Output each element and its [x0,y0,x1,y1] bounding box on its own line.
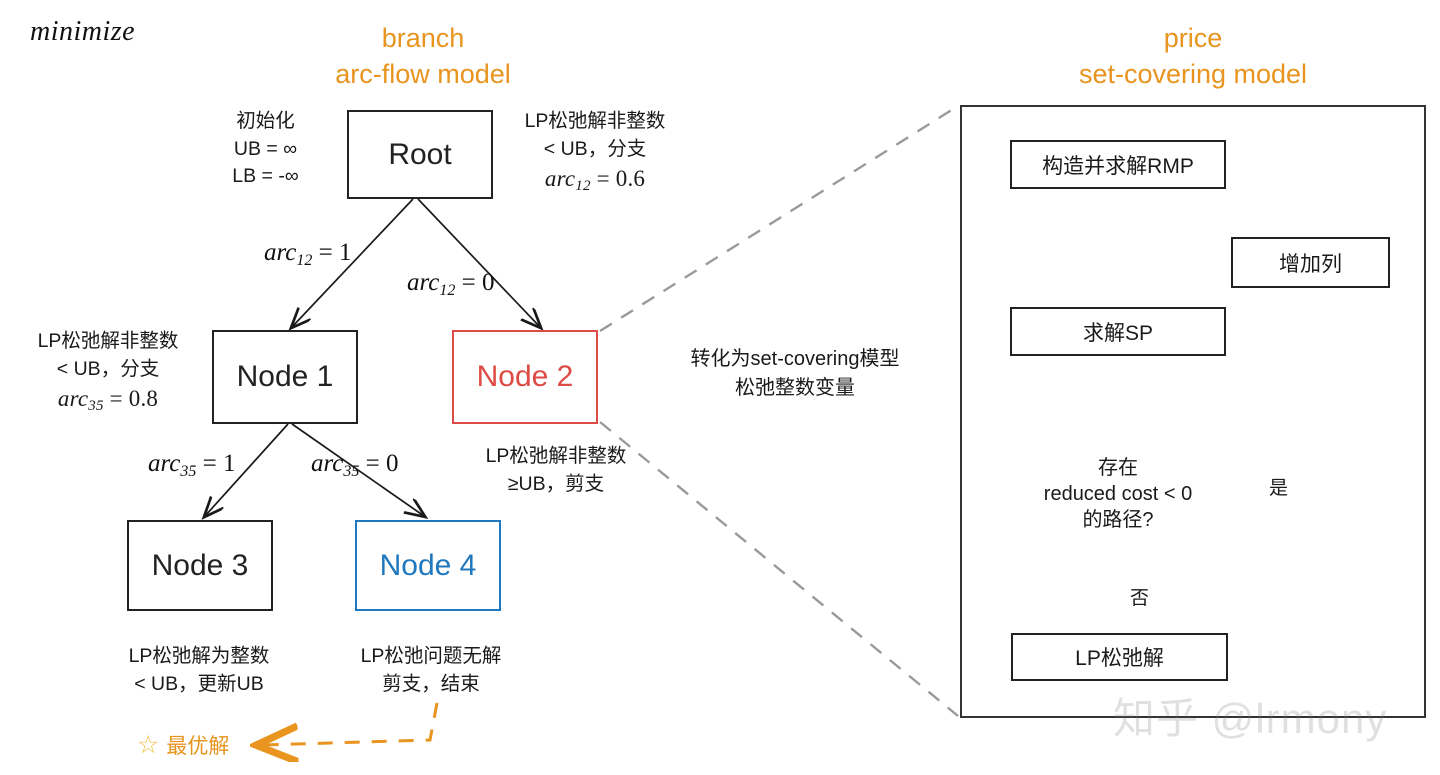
node3-below-line1: LP松弛解为整数 [128,645,270,667]
annotation-root-left: 初始化 UB = ∞ LB = -∞ [183,108,348,191]
middle-note: 转化为set-covering模型 松弛整数变量 [650,345,940,403]
node1-left-sub: 35 [88,398,104,415]
flow-box-add-column[interactable]: 增加列 [1231,237,1390,288]
edge-label-root-left: arc12 = 1 [264,239,352,270]
root-right-val: = 0.6 [596,166,646,192]
left-title-line2: arc-flow model [335,59,511,90]
decision-line2: reduced cost < 0 [1043,483,1193,505]
right-title-line1: price [1163,23,1223,53]
minimize-label: minimize [30,16,136,47]
edge-n1-left-val: = 1 [202,450,236,477]
node-3[interactable]: Node 3 [127,520,273,611]
edge-n1-left-sub: 35 [180,462,197,480]
node-1[interactable]: Node 1 [212,330,358,424]
edge-label-root-right: arc12 = 0 [407,269,495,300]
root-left-line1: 初始化 [236,110,295,132]
right-title-line2: set-covering model [1078,59,1308,90]
middle-note-line1: 转化为set-covering模型 [690,348,900,370]
flow-box-lp-relaxation[interactable]: LP松弛解 [1011,633,1228,681]
right-panel-title: price set-covering model [1043,20,1343,93]
root-right-line1: LP松弛解非整数 [524,110,666,132]
edge-label-n1-right: arc35 = 0 [311,450,399,481]
annotation-node1-left: LP松弛解非整数 < UB，分支 arc35 = 0.8 [8,328,208,418]
edge-root-left-val: = 1 [318,239,352,266]
branch-label-yes: 是 [1269,478,1289,499]
decision-line3: 的路径? [1082,509,1154,531]
root-left-line3: LB = -∞ [232,165,299,188]
optimal-solution: ☆ 最优解 [137,730,229,760]
left-title-line1: branch [381,23,465,53]
node-2[interactable]: Node 2 [452,330,598,424]
node-root[interactable]: Root [347,110,493,199]
watermark: 知乎 @lrmony [1113,695,1388,742]
flow-box-solve-sp[interactable]: 求解SP [1010,307,1226,356]
node1-left-formula: arc35 = 0.8 [8,383,208,417]
node4-below-line2: 剪支，结束 [382,672,480,695]
flow-box-rmp[interactable]: 构造并求解RMP [1010,140,1226,189]
annotation-node2-below: LP松弛解非整数 ≥UB，剪支 [456,443,656,498]
branch-label-no: 否 [1130,588,1150,609]
node2-below-line2: ≥UB，剪支 [507,472,605,495]
node4-below-line1: LP松弛问题无解 [360,645,502,667]
decision-diamond-label: 存在 reduced cost < 0 的路径? [1008,455,1228,533]
root-right-formula: arc12 = 0.6 [495,163,695,197]
edge-root-left-var: arc [264,239,297,266]
edge-n1-right-sub: 35 [343,462,360,480]
edge-root-right-sub: 12 [439,281,456,299]
node1-left-line1: LP松弛解非整数 [37,330,179,352]
edge-root-right-var: arc [407,269,440,296]
node1-left-val: = 0.8 [109,386,159,412]
edge-root-left-sub: 12 [296,251,313,269]
edge-root-right-val: = 0 [461,269,495,296]
annotation-root-right: LP松弛解非整数 < UB，分支 arc12 = 0.6 [495,108,695,198]
edge-n1-right-val: = 0 [365,450,399,477]
optimal-solution-label: 最优解 [166,735,230,758]
star-icon: ☆ [137,730,160,759]
edge-n1-right-var: arc [311,450,344,477]
annotation-node3-below: LP松弛解为整数 < UB，更新UB [99,643,299,698]
optimal-pointer [262,702,439,745]
root-right-line2: < UB，分支 [543,137,647,160]
node3-below-line2: < UB，更新UB [134,672,264,695]
node2-below-line1: LP松弛解非整数 [485,445,627,467]
edge-label-n1-left: arc35 = 1 [148,450,236,481]
edge-n1-left-var: arc [148,450,181,477]
node1-left-var: arc [57,386,89,412]
node-4[interactable]: Node 4 [355,520,501,611]
node1-left-line2: < UB，分支 [56,357,160,380]
left-panel-title: branch arc-flow model [273,20,573,93]
root-right-sub: 12 [575,178,591,195]
root-right-var: arc [544,166,576,192]
root-left-line2: UB = ∞ [233,137,298,160]
right-panel-frame [960,105,1426,718]
annotation-node4-below: LP松弛问题无解 剪支，结束 [331,643,531,698]
middle-note-line2: 松弛整数变量 [735,377,855,399]
decision-line1: 存在 [1098,457,1138,479]
